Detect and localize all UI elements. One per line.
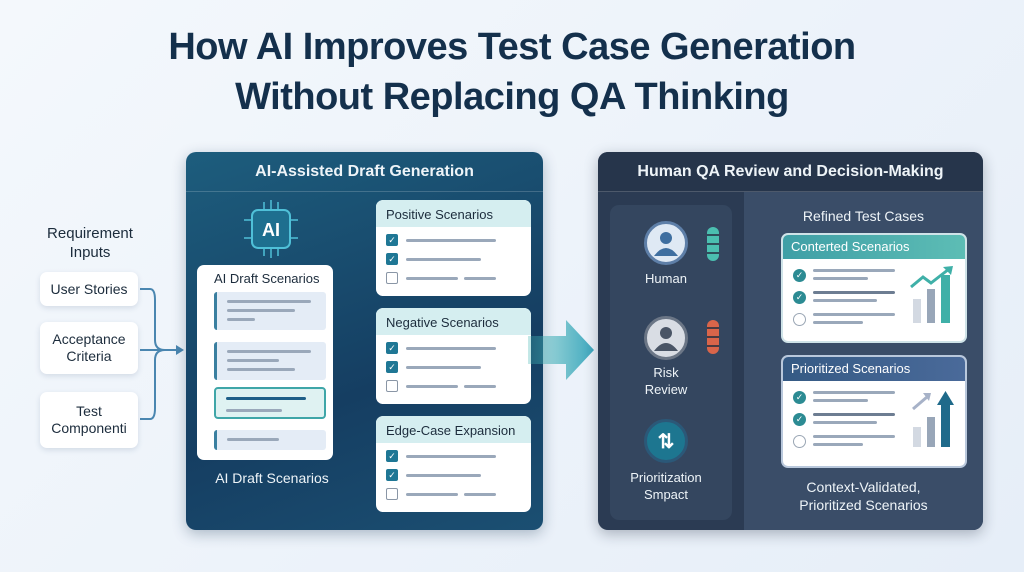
draft-item — [214, 430, 326, 450]
title-line-1: How AI Improves Test Case Generation — [168, 26, 856, 68]
checkbox-checked-icon: ✓ — [386, 253, 398, 265]
ai-chip-icon: AI — [244, 200, 298, 258]
ai-panel-title: AI-Assisted Draft Generation — [186, 152, 543, 192]
svg-text:AI: AI — [262, 220, 280, 240]
checkbox-checked-icon: ✓ — [386, 361, 398, 373]
sort-arrows-icon: ⇅ — [644, 419, 688, 463]
scenario-card-negative: Negative Scenarios ✓ ✓ — [376, 308, 531, 404]
checkbox-checked-icon: ✓ — [386, 469, 398, 481]
check-circle-icon: ✓ — [793, 291, 806, 304]
empty-circle-icon — [793, 313, 806, 326]
flow-arrow-icon — [528, 320, 594, 380]
status-pill-teal — [707, 227, 719, 261]
step-human: Human — [645, 271, 687, 286]
refined-card-title: Prioritized Scenarios — [783, 357, 965, 381]
draft-card-title: AI Draft Scenarios — [214, 271, 320, 286]
refined-card-prioritized: Prioritized Scenarios ✓ ✓ — [781, 355, 967, 468]
checkbox-empty-icon — [386, 488, 398, 500]
check-circle-icon: ✓ — [793, 413, 806, 426]
checkbox-checked-icon: ✓ — [386, 450, 398, 462]
ai-draft-card: AI Draft Scenarios — [197, 265, 333, 460]
scenario-card-edge-case: Edge-Case Expansion ✓ ✓ — [376, 416, 531, 512]
draft-item — [214, 292, 326, 330]
priority-up-arrow-icon — [912, 391, 954, 447]
refined-card-title: Conterted Scenarios — [783, 235, 965, 259]
scenario-title: Negative Scenarios — [376, 308, 531, 335]
checkbox-checked-icon: ✓ — [386, 342, 398, 354]
check-circle-icon: ✓ — [793, 391, 806, 404]
empty-circle-icon — [793, 435, 806, 448]
refined-card-conterted: Conterted Scenarios ✓ ✓ — [781, 233, 967, 343]
scenario-title: Positive Scenarios — [376, 200, 531, 227]
input-user-stories: User Stories — [40, 272, 138, 306]
refined-title: Refined Test Cases — [802, 208, 925, 224]
checkbox-empty-icon — [386, 380, 398, 392]
status-pill-orange — [707, 320, 719, 354]
human-panel-title: Human QA Review and Decision-Making — [598, 152, 983, 192]
checkbox-checked-icon: ✓ — [386, 234, 398, 246]
checkbox-empty-icon — [386, 272, 398, 284]
growth-chart-icon — [910, 266, 953, 323]
draft-caption: AI Draft Scenarios — [215, 470, 329, 486]
check-circle-icon: ✓ — [793, 269, 806, 282]
draft-item — [214, 342, 326, 380]
risk-avatar-icon — [644, 316, 688, 360]
human-qa-panel: Human QA Review and Decision-Making Huma… — [598, 152, 983, 530]
title-line-2: Without Replacing QA Thinking — [235, 76, 789, 118]
scenario-title: Edge-Case Expansion — [376, 416, 531, 443]
scenario-card-positive: Positive Scenarios ✓ ✓ — [376, 200, 531, 296]
draft-item-selected — [214, 387, 326, 419]
final-caption: Context-Validated,Prioritized Scenarios — [799, 479, 928, 513]
human-avatar-icon — [644, 221, 688, 265]
